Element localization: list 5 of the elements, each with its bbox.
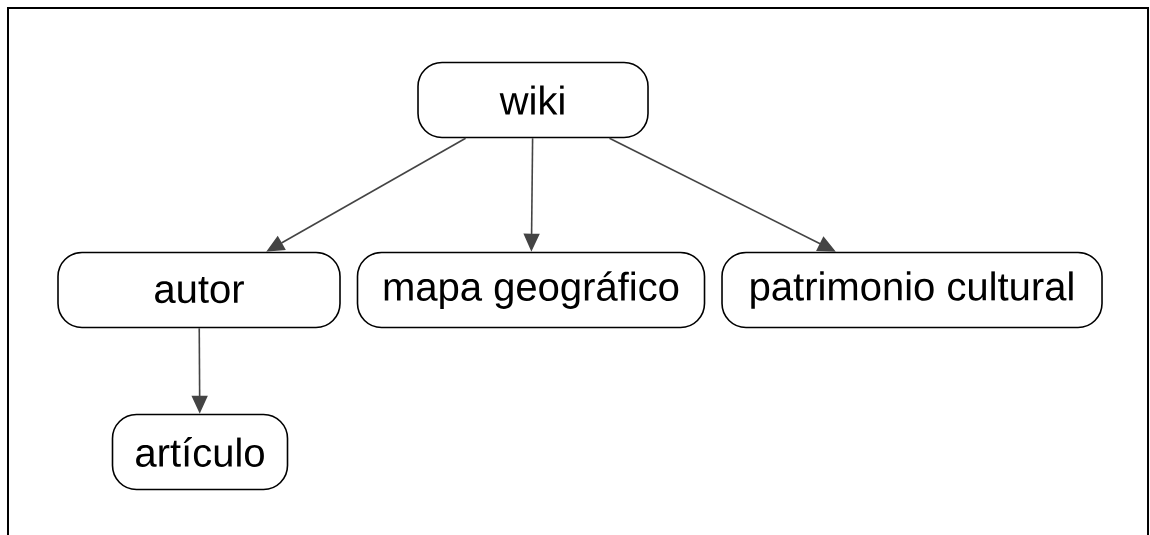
process-box: artículo bbox=[111, 413, 289, 491]
process-box: wiki bbox=[417, 61, 649, 139]
process-box: patrimonio cultural bbox=[721, 251, 1103, 329]
process-box: mapa geográfico bbox=[356, 251, 706, 329]
process-box: autor bbox=[57, 251, 341, 329]
